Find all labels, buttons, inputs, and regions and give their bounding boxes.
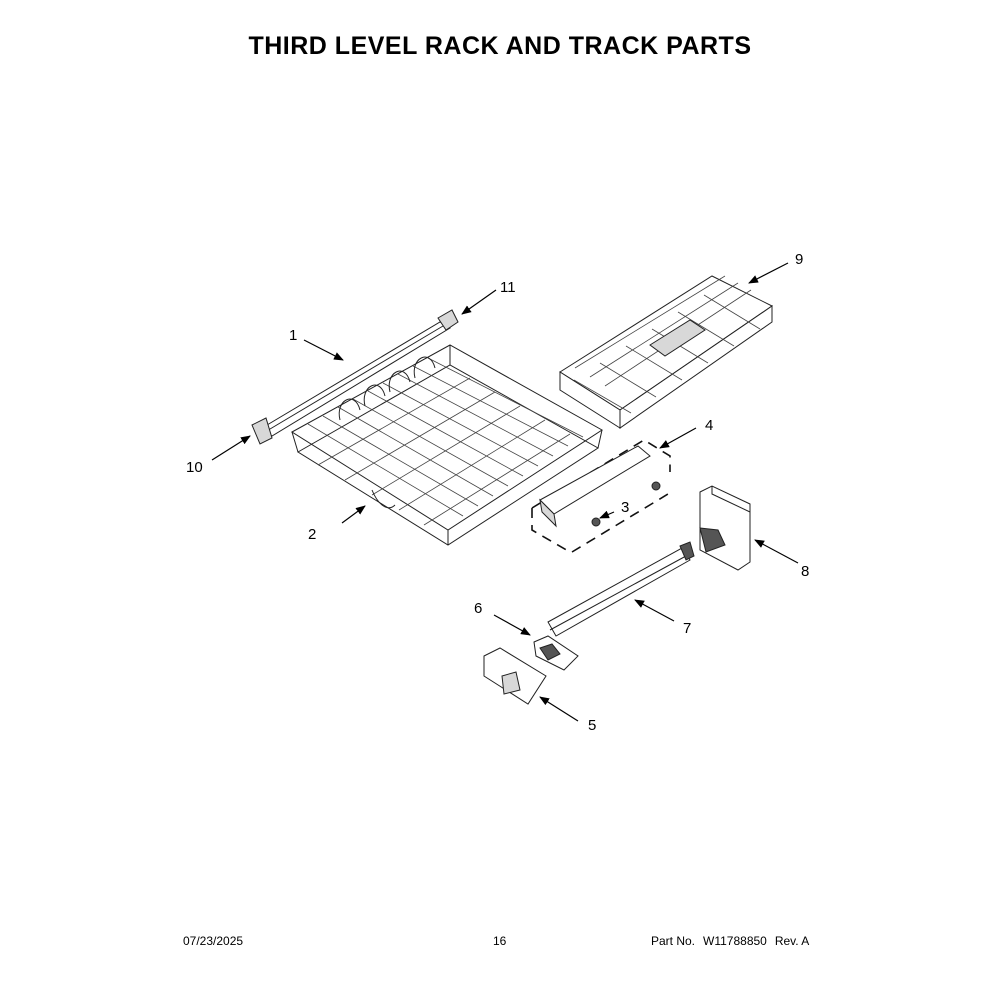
tube-bracket — [533, 635, 579, 671]
callout-7: 7 — [683, 620, 691, 637]
page-title: THIRD LEVEL RACK AND TRACK PARTS — [248, 32, 752, 60]
screw — [591, 517, 601, 527]
track-tube — [547, 541, 695, 637]
callout-5: 5 — [588, 717, 596, 734]
callout-3: 3 — [621, 499, 629, 516]
third-level-tray — [559, 275, 773, 429]
drive-housing — [699, 485, 751, 571]
wire-rack — [291, 344, 603, 546]
callout-2: 2 — [308, 526, 316, 543]
callout-4: 4 — [705, 417, 713, 434]
callout-9: 9 — [795, 251, 803, 268]
footer-page-number: 16 — [493, 934, 507, 948]
callout-1: 1 — [289, 327, 297, 344]
hinge-bracket-group — [531, 439, 671, 553]
footer-date: 07/23/2025 — [183, 934, 244, 948]
rail-track — [251, 321, 451, 445]
leader-arrows — [211, 262, 799, 722]
revision: Rev. A — [774, 934, 810, 948]
callout-11: 11 — [500, 279, 516, 296]
callout-10: 10 — [186, 459, 203, 476]
part-label: Part No. — [651, 934, 696, 948]
part-number: W11788850 — [703, 934, 767, 948]
footer-part-info: Part No. W11788850 Rev. A — [651, 934, 817, 948]
rail-end-clip — [437, 309, 459, 331]
end-cover — [483, 647, 547, 705]
callout-6: 6 — [474, 600, 482, 617]
callout-8: 8 — [801, 563, 809, 580]
screw — [651, 481, 661, 491]
